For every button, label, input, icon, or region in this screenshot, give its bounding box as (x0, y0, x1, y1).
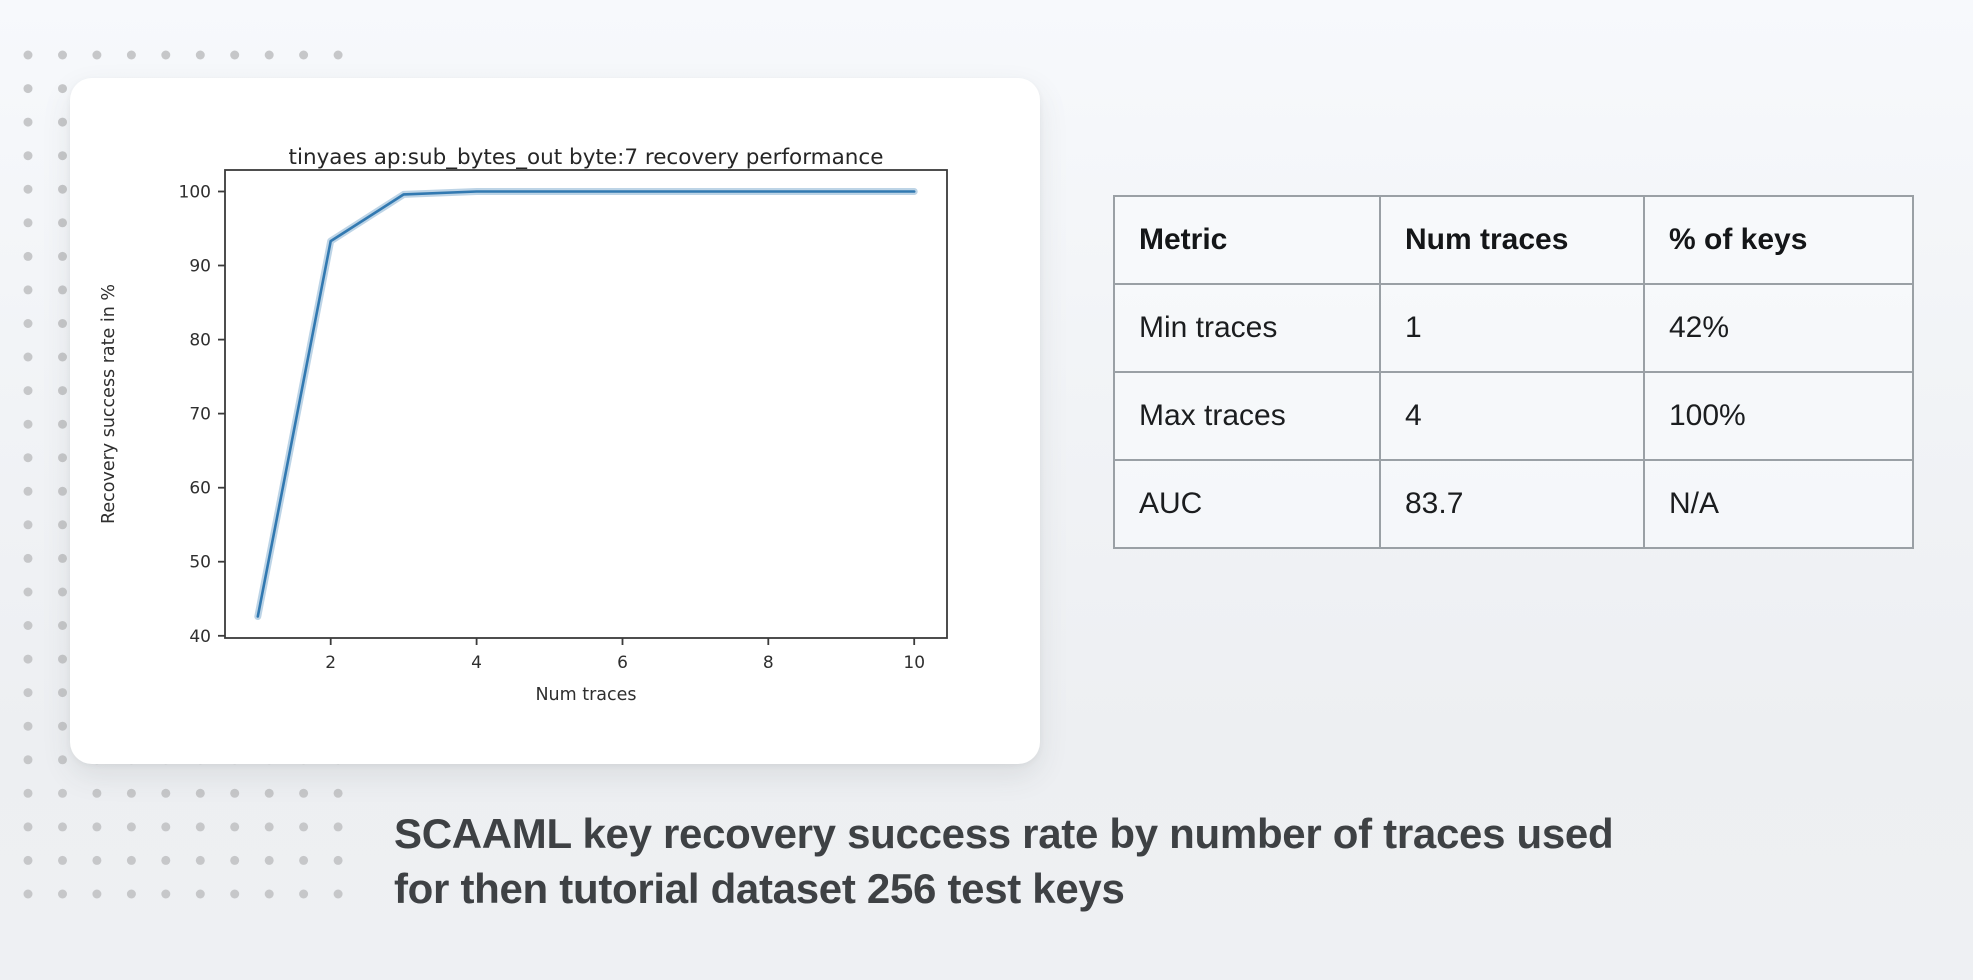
chart-card: 40 50 60 70 80 90 100 2 4 6 8 10 tinyaes ap:sub_byte… (70, 78, 1040, 764)
cell-auc-pct: N/A (1643, 459, 1914, 549)
table-header-row: Metric Num traces % of keys (1113, 195, 1914, 285)
slide-caption: SCAAML key recovery success rate by numb… (394, 806, 1614, 916)
svg-text:60: 60 (189, 479, 211, 499)
svg-text:50: 50 (189, 553, 211, 573)
cell-max-traces-pct: 100% (1643, 371, 1914, 461)
caption-line-2: for then tutorial dataset 256 test keys (394, 865, 1125, 912)
svg-text:40: 40 (189, 627, 211, 647)
svg-text:90: 90 (189, 257, 211, 277)
svg-text:80: 80 (189, 331, 211, 351)
svg-text:Num traces: Num traces (535, 685, 636, 705)
cell-max-traces-label: Max traces (1113, 371, 1381, 461)
table-header-pct-keys: % of keys (1643, 195, 1914, 285)
svg-text:2: 2 (325, 653, 336, 673)
cell-min-traces-pct: 42% (1643, 283, 1914, 373)
svg-text:6: 6 (617, 653, 628, 673)
cell-auc-label: AUC (1113, 459, 1381, 549)
metrics-table: Metric Num traces % of keys Min traces 1… (1113, 195, 1914, 549)
caption-line-1: SCAAML key recovery success rate by numb… (394, 810, 1614, 857)
table-header-metric: Metric (1113, 195, 1381, 285)
table-header-num-traces: Num traces (1379, 195, 1645, 285)
cell-auc-num: 83.7 (1379, 459, 1645, 549)
table-row-min-traces: Min traces 1 42% (1113, 283, 1914, 373)
svg-text:Recovery success rate in %: Recovery success rate in % (99, 284, 119, 524)
svg-text:70: 70 (189, 405, 211, 425)
recovery-line-chart: 40 50 60 70 80 90 100 2 4 6 8 10 tinyaes ap:sub_byte… (99, 145, 948, 705)
cell-min-traces-label: Min traces (1113, 283, 1381, 373)
svg-text:100: 100 (179, 183, 211, 203)
cell-max-traces-num: 4 (1379, 371, 1645, 461)
cell-min-traces-num: 1 (1379, 283, 1645, 373)
table-row-max-traces: Max traces 4 100% (1113, 371, 1914, 461)
svg-text:10: 10 (903, 653, 925, 673)
svg-text:4: 4 (471, 653, 482, 673)
svg-text:tinyaes ap:sub_bytes_out byte:: tinyaes ap:sub_bytes_out byte:7 recovery… (289, 145, 884, 170)
svg-text:8: 8 (763, 653, 774, 673)
table-row-auc: AUC 83.7 N/A (1113, 459, 1914, 549)
